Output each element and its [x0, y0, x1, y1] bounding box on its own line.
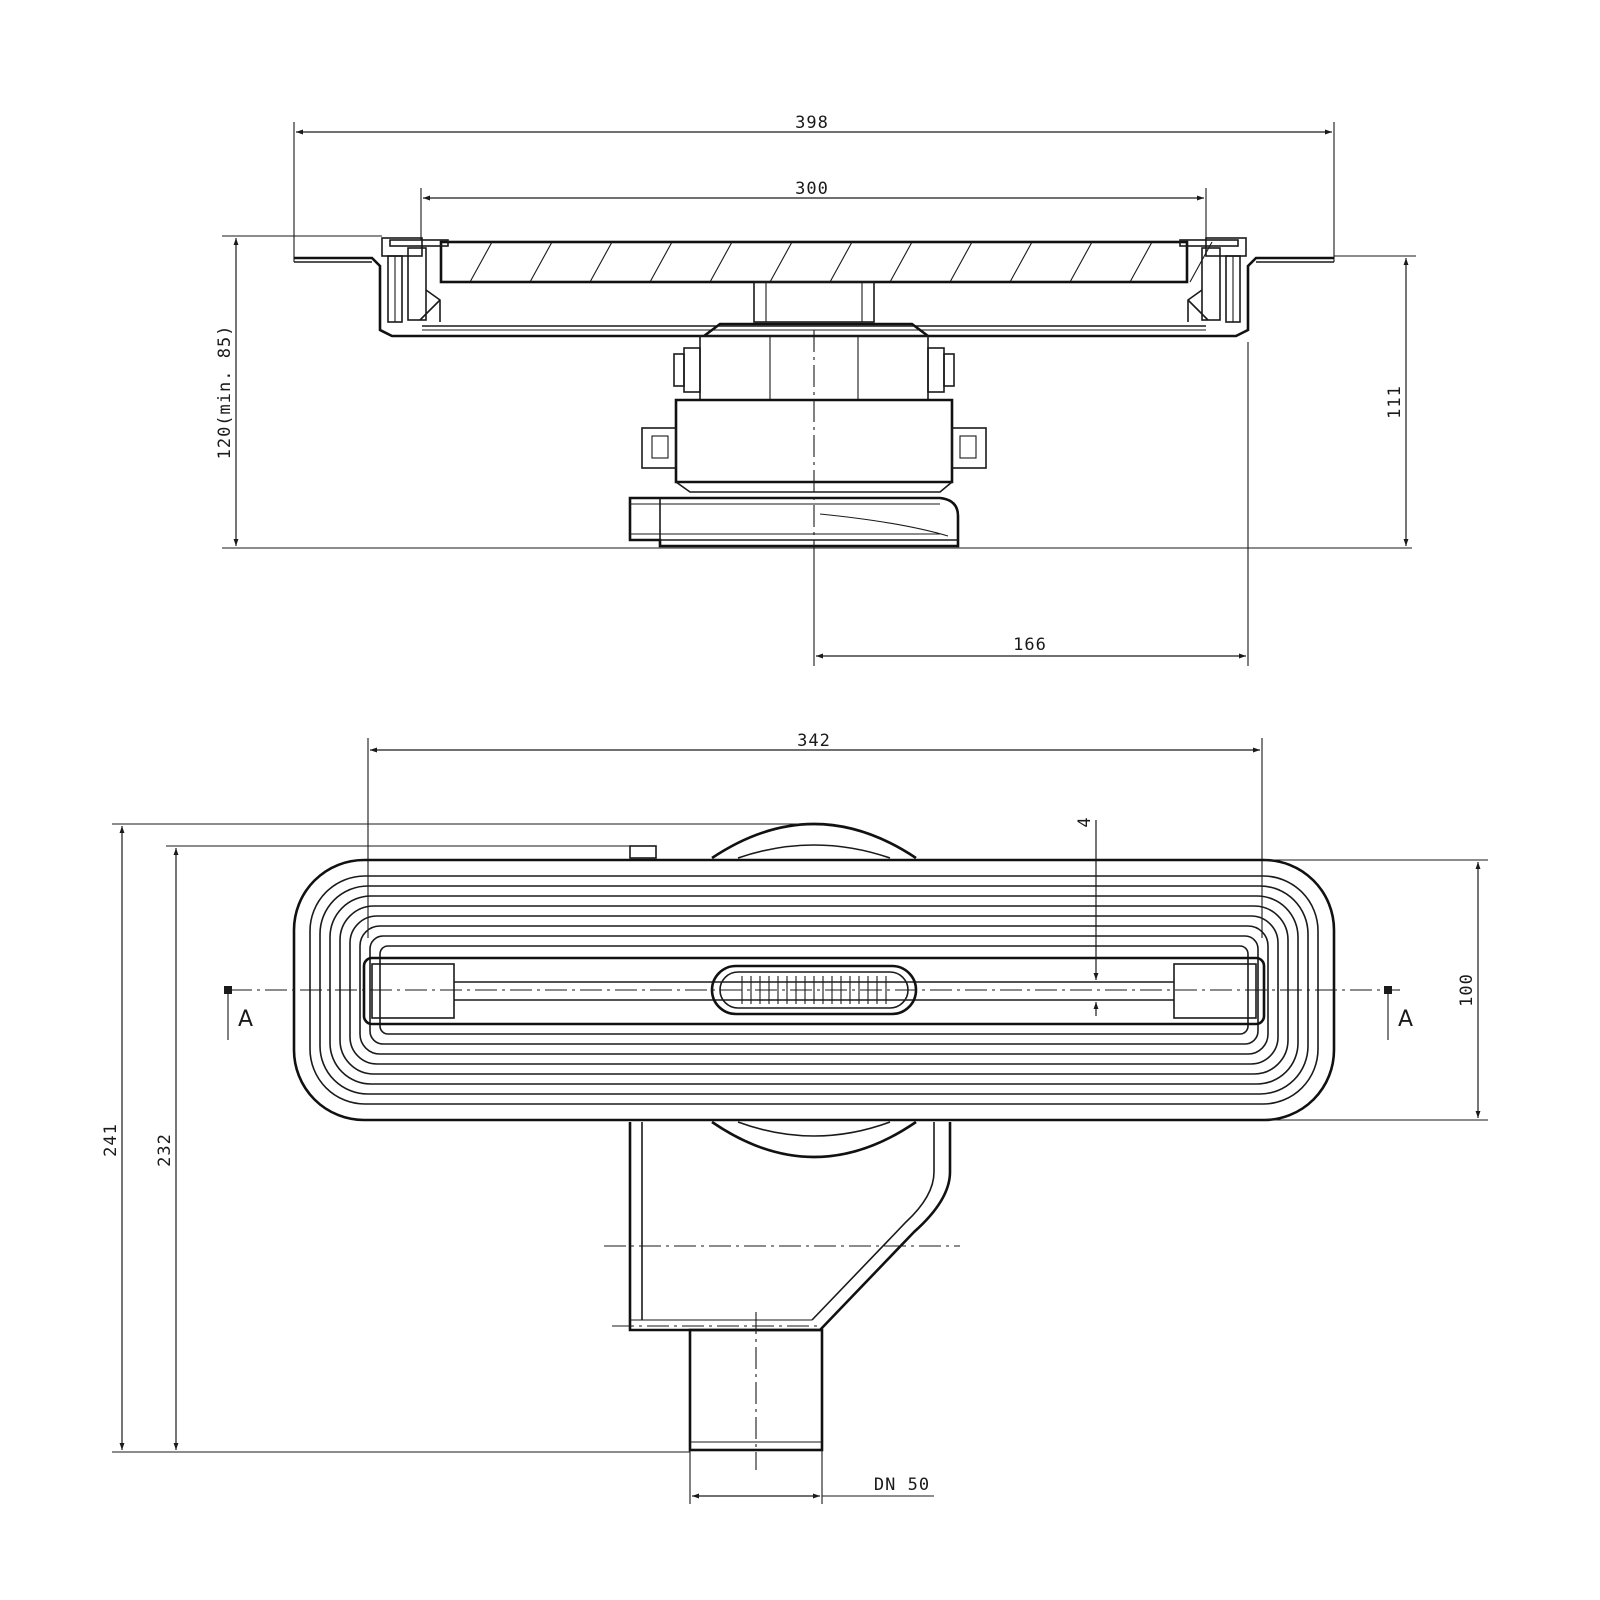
- frame-left: [381, 237, 449, 323]
- section-label-a-left: A: [238, 1007, 253, 1032]
- hatch-line: [469, 241, 493, 283]
- hatch-line: [709, 241, 733, 283]
- hatch-line: [769, 241, 793, 283]
- hatch-line: [649, 241, 673, 283]
- hatch-line: [1009, 241, 1033, 283]
- dimension-label-166: 166: [1013, 635, 1047, 655]
- outlet-housing: [628, 1122, 952, 1332]
- groove-ring: [359, 925, 1269, 1055]
- section-marker-left: A: [224, 986, 253, 1040]
- dimension-label-4: 4: [1075, 816, 1095, 827]
- section-label-a-right: A: [1398, 1007, 1413, 1032]
- dimension-slot-width: 4: [1075, 816, 1099, 1016]
- plan-view: 342 A: [101, 731, 1488, 1504]
- section-view: 398 300: [215, 113, 1416, 666]
- dimension-outlet-height: 111: [1334, 255, 1416, 546]
- dimension-label-111: 111: [1385, 385, 1405, 419]
- dimension-label-232: 232: [155, 1133, 175, 1167]
- dimension-label-100: 100: [1457, 973, 1477, 1007]
- dimension-grate-width: 300: [420, 179, 1207, 240]
- dimension-overall-width: 398: [293, 113, 1335, 262]
- dimension-outlet-size: DN 50: [689, 1450, 934, 1504]
- frame-right: [1179, 237, 1247, 323]
- hatch-line: [589, 241, 613, 283]
- dimension-label-120: 120(min. 85): [215, 325, 235, 460]
- dimension-overall-depth: 241: [101, 823, 810, 1453]
- grate-support: [753, 281, 875, 323]
- hatch-line: [529, 241, 553, 283]
- outlet-section: [628, 496, 960, 548]
- hatch-line: [889, 241, 913, 283]
- dimension-total-height: 120(min. 85): [215, 235, 382, 546]
- dimension-body-width: 100: [1264, 859, 1488, 1121]
- dimension-label-241: 241: [101, 1123, 121, 1157]
- dimension-label-300: 300: [795, 179, 829, 199]
- hatch-line: [1069, 241, 1093, 283]
- hatch-line: [829, 241, 853, 283]
- trap-arc-top: [711, 822, 917, 860]
- dimension-label-342: 342: [797, 731, 831, 751]
- dimension-outlet-offset: 166: [816, 342, 1249, 666]
- dimension-label-398: 398: [795, 113, 829, 133]
- centre-strainer: [710, 964, 918, 1016]
- dimension-label-dn50: DN 50: [874, 1475, 930, 1495]
- hatch-line: [949, 241, 973, 283]
- grate: [439, 240, 1213, 284]
- dimension-length: 342: [367, 731, 1263, 938]
- section-marker-right: A: [1384, 986, 1413, 1040]
- hatch-line: [1129, 241, 1153, 283]
- dimension-depth-to-outlet: 232: [155, 845, 630, 1450]
